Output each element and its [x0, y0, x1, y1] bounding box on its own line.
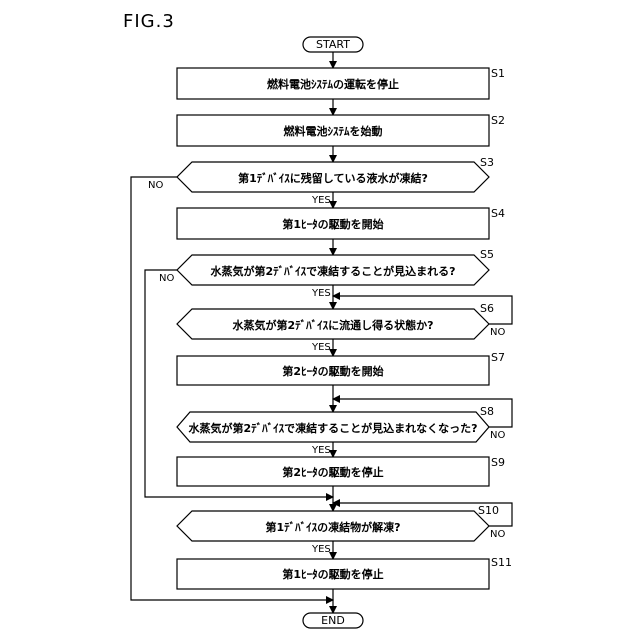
end-label: END [321, 614, 345, 627]
decision-s5: 水蒸気が第2ﾃﾞﾊﾞｲｽで凍結することが見込まれる? S5 NO YES [159, 248, 494, 299]
s8-no-label: NO [490, 430, 505, 441]
process-s9: 第2ﾋｰﾀの駆動を停止 S9 [177, 456, 505, 486]
step-id-s8: S8 [480, 405, 494, 418]
s3-yes-label: YES [311, 195, 331, 206]
process-s4: 第1ﾋｰﾀの駆動を開始 S4 [177, 207, 505, 239]
decision-s8: 水蒸気が第2ﾃﾞﾊﾞｲｽで凍結することが見込まれなくなった? S8 NO YES [177, 405, 505, 456]
s8-yes-label: YES [311, 445, 331, 456]
step-id-s3: S3 [480, 156, 494, 169]
decision-s10-text: 第1ﾃﾞﾊﾞｲｽの凍結物が解凍? [265, 520, 400, 534]
s5-no-label: NO [159, 273, 174, 284]
step-id-s7: S7 [491, 351, 505, 364]
process-s4-text: 第1ﾋｰﾀの駆動を開始 [282, 217, 383, 231]
start-label: START [316, 38, 350, 51]
step-id-s9: S9 [491, 456, 505, 469]
start-terminal: START [303, 37, 363, 52]
decision-s6-text: 水蒸気が第2ﾃﾞﾊﾞｲｽに流通し得る状態か? [232, 318, 433, 332]
decision-s5-text: 水蒸気が第2ﾃﾞﾊﾞｲｽで凍結することが見込まれる? [210, 264, 455, 278]
step-id-s1: S1 [491, 67, 505, 80]
step-id-s11: S11 [491, 556, 512, 569]
process-s7-text: 第2ﾋｰﾀの駆動を開始 [282, 364, 383, 378]
process-s11-text: 第1ﾋｰﾀの駆動を停止 [282, 567, 383, 581]
step-id-s4: S4 [491, 207, 505, 220]
step-id-s6: S6 [480, 302, 494, 315]
s5-yes-label: YES [311, 288, 331, 299]
process-s1: 燃料電池ｼｽﾃﾑの運転を停止 S1 [177, 67, 505, 99]
s6-yes-label: YES [311, 342, 331, 353]
figure-label: FIG.3 [123, 11, 175, 32]
process-s9-text: 第2ﾋｰﾀの駆動を停止 [282, 465, 383, 479]
decision-s6: 水蒸気が第2ﾃﾞﾊﾞｲｽに流通し得る状態か? S6 NO YES [177, 302, 505, 353]
decision-s8-text: 水蒸気が第2ﾃﾞﾊﾞｲｽで凍結することが見込まれなくなった? [188, 421, 477, 435]
decision-s3: 第1ﾃﾞﾊﾞｲｽに残留している液水が凍結? S3 NO YES [148, 156, 494, 206]
process-s2: 燃料電池ｼｽﾃﾑを始動 S2 [177, 114, 505, 146]
process-s11: 第1ﾋｰﾀの駆動を停止 S11 [177, 556, 512, 589]
decision-s3-text: 第1ﾃﾞﾊﾞｲｽに残留している液水が凍結? [238, 171, 428, 185]
s6-no-label: NO [490, 327, 505, 338]
process-s1-text: 燃料電池ｼｽﾃﾑの運転を停止 [266, 77, 399, 91]
step-id-s5: S5 [480, 248, 494, 261]
s3-no-label: NO [148, 180, 163, 191]
s10-yes-label: YES [311, 544, 331, 555]
s10-no-label: NO [490, 529, 505, 540]
decision-s10: 第1ﾃﾞﾊﾞｲｽの凍結物が解凍? S10 NO YES [177, 504, 505, 555]
process-s7: 第2ﾋｰﾀの駆動を開始 S7 [177, 351, 505, 385]
step-id-s2: S2 [491, 114, 505, 127]
process-s2-text: 燃料電池ｼｽﾃﾑを始動 [283, 124, 383, 138]
end-terminal: END [303, 613, 363, 628]
step-id-s10: S10 [478, 504, 499, 517]
